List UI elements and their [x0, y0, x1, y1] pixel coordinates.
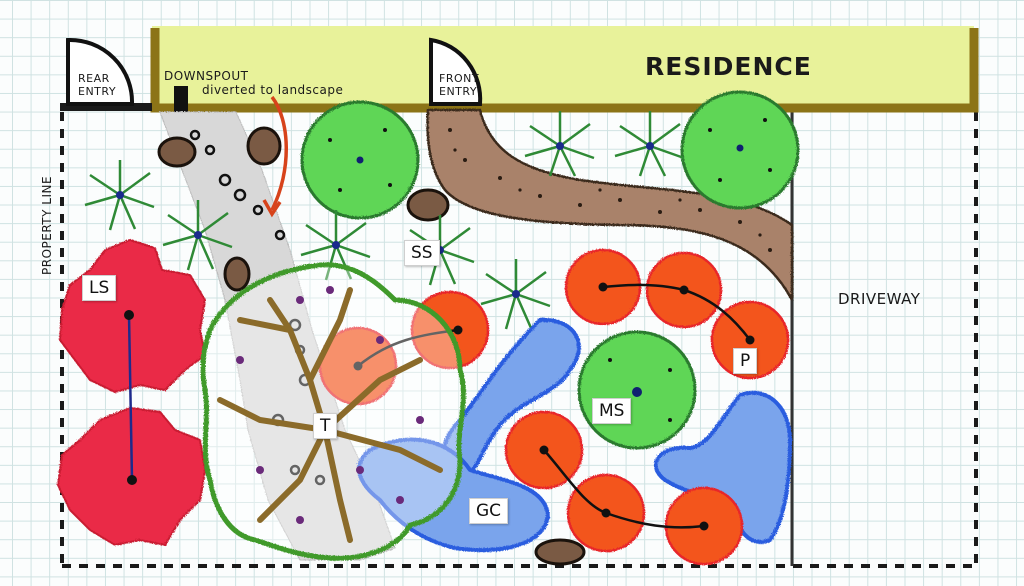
tree-flowers	[236, 286, 424, 524]
front-walkway	[426, 108, 794, 301]
property-line-label: PROPERTY LINE	[40, 175, 54, 275]
tag-small-shrub: SS	[404, 240, 440, 266]
rear-entry-label: REAR ENTRY	[78, 72, 116, 98]
medium-shrubs	[300, 90, 800, 450]
front-entry-line1: FRONT	[439, 72, 480, 85]
downspout-pipe	[174, 86, 188, 112]
tree-canopy-outline	[200, 262, 466, 561]
downspout-note: diverted to landscape	[202, 83, 344, 97]
tag-ground-cover: GC	[469, 498, 509, 524]
tree-branches	[217, 287, 443, 543]
front-entry-label: FRONT ENTRY	[439, 72, 479, 98]
tag-medium-shrub: MS	[592, 398, 632, 424]
shrub-dots	[328, 118, 772, 422]
tag-perennial: P	[733, 348, 758, 374]
boulders	[157, 126, 586, 566]
residence-title: RESIDENCE	[645, 52, 812, 81]
front-entry-line2: ENTRY	[439, 85, 478, 98]
driveway-label: DRIVEWAY	[838, 290, 921, 308]
front-entry-door	[429, 37, 483, 106]
downspout-arrow	[270, 95, 288, 211]
rear-entry-line2: ENTRY	[78, 85, 117, 98]
tag-large-shrub: LS	[82, 275, 117, 301]
arrow-head-icon	[262, 199, 282, 218]
downspout-label: DOWNSPOUT	[164, 69, 249, 83]
rear-entry-door	[66, 37, 135, 106]
tag-tree: T	[313, 413, 338, 439]
residence-building	[60, 26, 979, 113]
ls-connector	[127, 314, 134, 481]
walkway-texture	[448, 128, 772, 252]
rear-entry-line1: REAR	[78, 72, 110, 85]
